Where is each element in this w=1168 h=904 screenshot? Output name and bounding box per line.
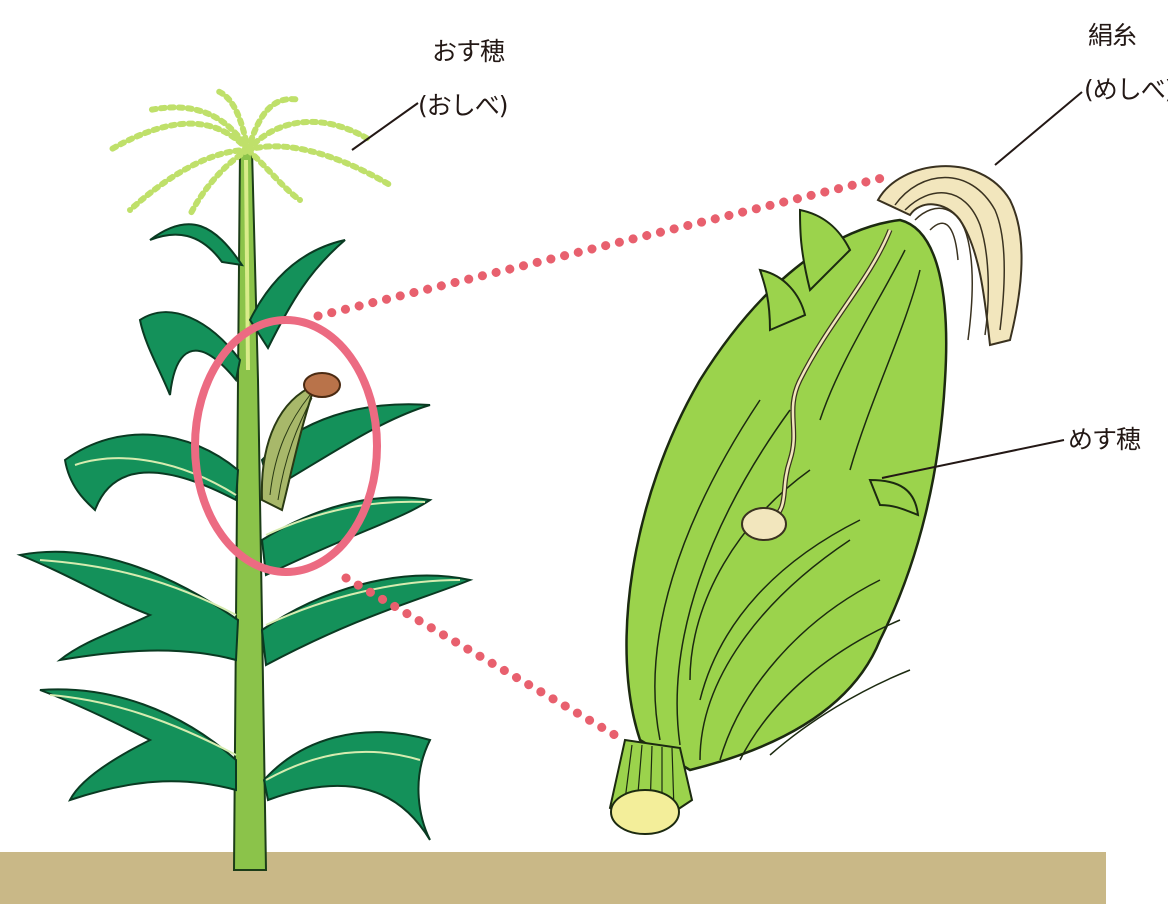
label-silk: 絹糸: [1088, 20, 1136, 52]
corn-plant: [20, 90, 470, 870]
leaf-left-3: [65, 435, 238, 510]
label-male-flower: おす穂: [432, 36, 504, 68]
ground: [0, 852, 1106, 904]
leaf-left-4: [20, 552, 238, 660]
leaf-left-5: [40, 689, 236, 800]
kernel: [742, 508, 786, 540]
connector-bottom: [346, 578, 620, 738]
shank-cut: [611, 790, 679, 834]
label-male-flower-note: (おしべ): [418, 90, 508, 122]
leader-silk: [995, 92, 1082, 165]
label-female-flower: めす穂: [1068, 424, 1140, 456]
corn-stalk: [234, 150, 266, 870]
label-silk-note: (めしべ): [1084, 74, 1168, 106]
enlarged-ear: [610, 166, 1022, 834]
leaf-right-4: [262, 576, 470, 665]
leaf-upper-left: [150, 224, 242, 265]
leaf-right-5: [264, 732, 430, 840]
leader-male: [352, 103, 418, 150]
